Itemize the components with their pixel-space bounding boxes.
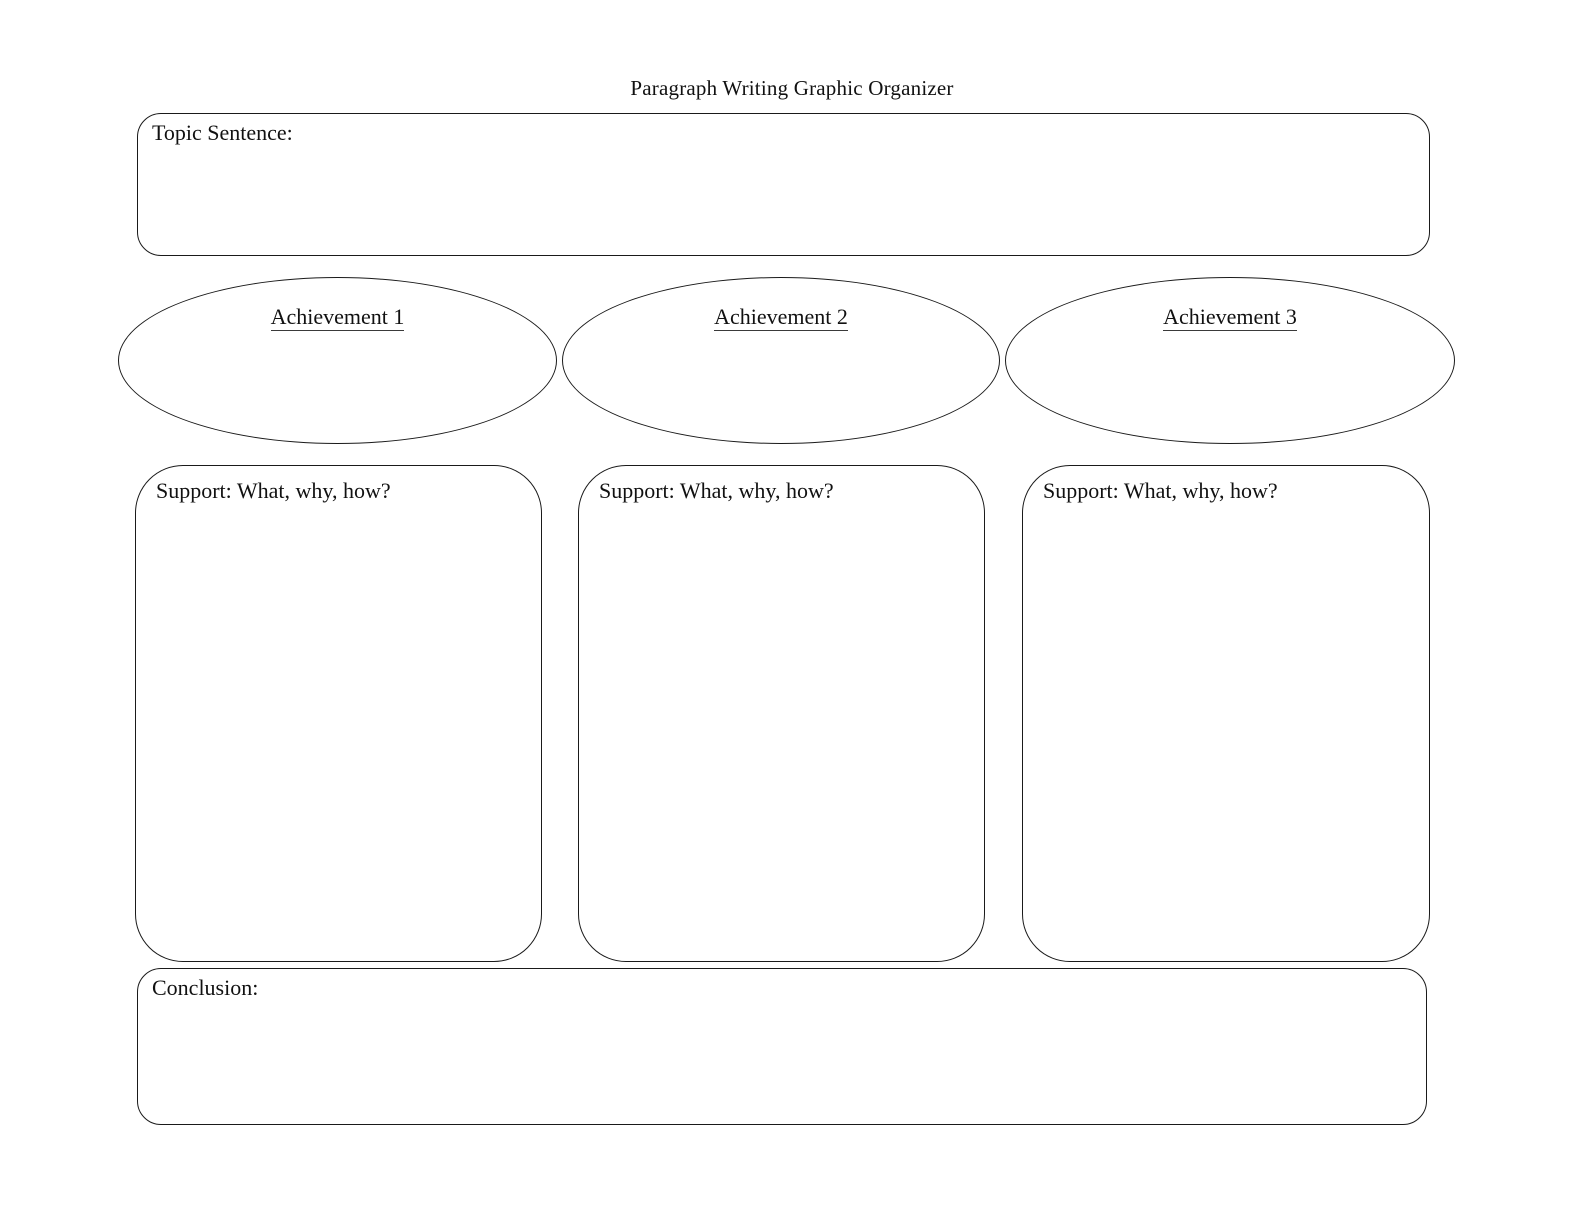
conclusion-label: Conclusion: (152, 975, 259, 1000)
support-label-1: Support: What, why, how? (156, 478, 391, 503)
achievement-label-3-text: Achievement 3 (1163, 304, 1297, 331)
achievement-label-3: Achievement 3 (1006, 304, 1454, 331)
support-box-2[interactable]: Support: What, why, how? (578, 465, 985, 962)
achievement-label-1: Achievement 1 (119, 304, 556, 331)
achievement-label-2-text: Achievement 2 (714, 304, 848, 331)
support-label-3: Support: What, why, how? (1043, 478, 1278, 503)
topic-sentence-label: Topic Sentence: (152, 120, 293, 145)
page-title: Paragraph Writing Graphic Organizer (630, 76, 954, 100)
achievement-ellipse-3[interactable]: Achievement 3 (1005, 277, 1455, 444)
support-label-2: Support: What, why, how? (599, 478, 834, 503)
achievement-label-1-text: Achievement 1 (270, 304, 405, 331)
achievement-ellipse-1[interactable]: Achievement 1 (118, 277, 557, 444)
support-box-3[interactable]: Support: What, why, how? (1022, 465, 1430, 962)
support-box-1[interactable]: Support: What, why, how? (135, 465, 542, 962)
achievement-ellipse-2[interactable]: Achievement 2 (562, 277, 1000, 444)
topic-sentence-box[interactable]: Topic Sentence: (137, 113, 1430, 256)
achievement-label-2: Achievement 2 (563, 304, 999, 331)
conclusion-box[interactable]: Conclusion: (137, 968, 1427, 1125)
